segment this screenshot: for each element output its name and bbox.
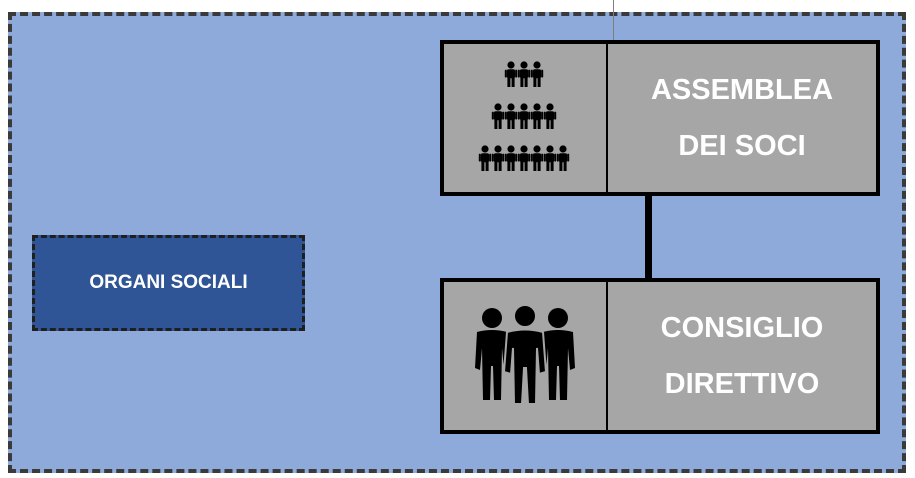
node-connector xyxy=(645,196,652,278)
assemblea-icon-cell xyxy=(444,44,608,192)
consiglio-node: CONSIGLIO DIRETTIVO xyxy=(440,278,880,434)
assemblea-label: ASSEMBLEA DEI SOCI xyxy=(608,44,876,192)
organi-sociali-text: ORGANI SOCIALI xyxy=(89,272,248,293)
assemblea-label-line2: DEI SOCI xyxy=(678,130,806,162)
organi-sociali-label: ORGANI SOCIALI xyxy=(32,235,305,331)
consiglio-label: CONSIGLIO DIRETTIVO xyxy=(608,282,876,430)
consiglio-icon-cell xyxy=(444,282,608,430)
crowd-pyramid-icon xyxy=(478,61,570,171)
three-people-icon xyxy=(475,304,575,405)
assemblea-node: ASSEMBLEA DEI SOCI xyxy=(440,40,880,196)
assemblea-label-line1: ASSEMBLEA xyxy=(650,74,834,106)
top-hairline xyxy=(613,0,614,62)
consiglio-label-line1: CONSIGLIO xyxy=(660,312,824,344)
consiglio-label-line2: DIRETTIVO xyxy=(664,368,820,400)
